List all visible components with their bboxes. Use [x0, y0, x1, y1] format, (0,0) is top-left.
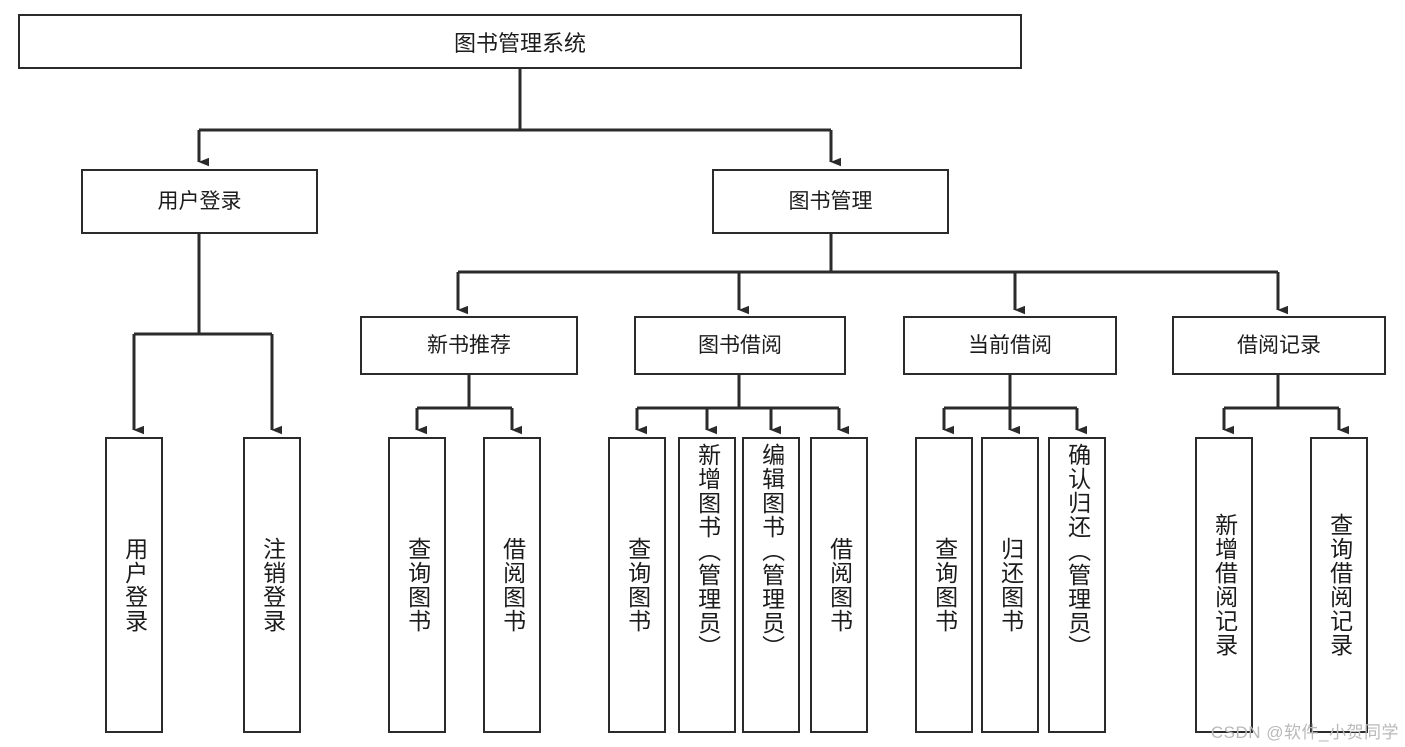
node-new-book-recommend[interactable]: 新书推荐 [360, 316, 578, 375]
node-label: 图书借阅 [698, 333, 782, 357]
node-label: 借阅记录 [1237, 333, 1321, 357]
leaf-label: 借阅图书 [499, 537, 526, 633]
node-label: 图书管理系统 [453, 30, 586, 56]
node-label: 图书管理 [788, 189, 873, 213]
leaf-label: 归还图书 [997, 537, 1024, 633]
leaf-add-borrow-record[interactable]: 新增借阅记录 [1195, 437, 1253, 733]
leaf-label: 借阅图书 [826, 537, 853, 633]
node-book-management[interactable]: 图书管理 [712, 169, 949, 234]
leaf-label: 确认归还（管理员） [1064, 443, 1091, 659]
leaf-label: 查询图书 [624, 537, 651, 633]
leaf-label: 注销登录 [259, 537, 286, 633]
leaf-label: 查询借阅记录 [1326, 513, 1353, 657]
leaf-confirm-return-admin[interactable]: 确认归还（管理员） [1048, 437, 1106, 733]
leaf-query-book-borrow[interactable]: 查询图书 [608, 437, 666, 733]
leaf-label: 查询图书 [404, 537, 431, 633]
leaf-user-login[interactable]: 用户登录 [105, 437, 163, 733]
leaf-edit-book-admin[interactable]: 编辑图书（管理员） [742, 437, 800, 733]
leaf-add-book-admin[interactable]: 新增图书（管理员） [678, 437, 736, 733]
leaf-logout[interactable]: 注销登录 [243, 437, 301, 733]
node-book-borrow[interactable]: 图书借阅 [634, 316, 846, 375]
leaf-label: 新增借阅记录 [1211, 513, 1238, 657]
leaf-borrow-book[interactable]: 借阅图书 [810, 437, 868, 733]
leaf-label: 编辑图书（管理员） [758, 443, 785, 659]
node-user-login[interactable]: 用户登录 [81, 169, 318, 234]
leaf-borrow-book-recommend[interactable]: 借阅图书 [483, 437, 541, 733]
node-label: 当前借阅 [968, 333, 1052, 357]
node-label: 新书推荐 [427, 333, 511, 357]
leaf-return-book[interactable]: 归还图书 [981, 437, 1039, 733]
leaf-label: 用户登录 [121, 537, 148, 633]
leaf-query-borrow-record[interactable]: 查询借阅记录 [1310, 437, 1368, 733]
leaf-query-book-current[interactable]: 查询图书 [915, 437, 973, 733]
leaf-label: 查询图书 [931, 537, 958, 633]
leaf-query-book-recommend[interactable]: 查询图书 [388, 437, 446, 733]
node-borrow-records[interactable]: 借阅记录 [1172, 316, 1386, 375]
node-root-library-system[interactable]: 图书管理系统 [18, 14, 1022, 69]
node-current-borrow[interactable]: 当前借阅 [903, 316, 1117, 375]
leaf-label: 新增图书（管理员） [694, 443, 721, 659]
node-label: 用户登录 [157, 189, 242, 213]
